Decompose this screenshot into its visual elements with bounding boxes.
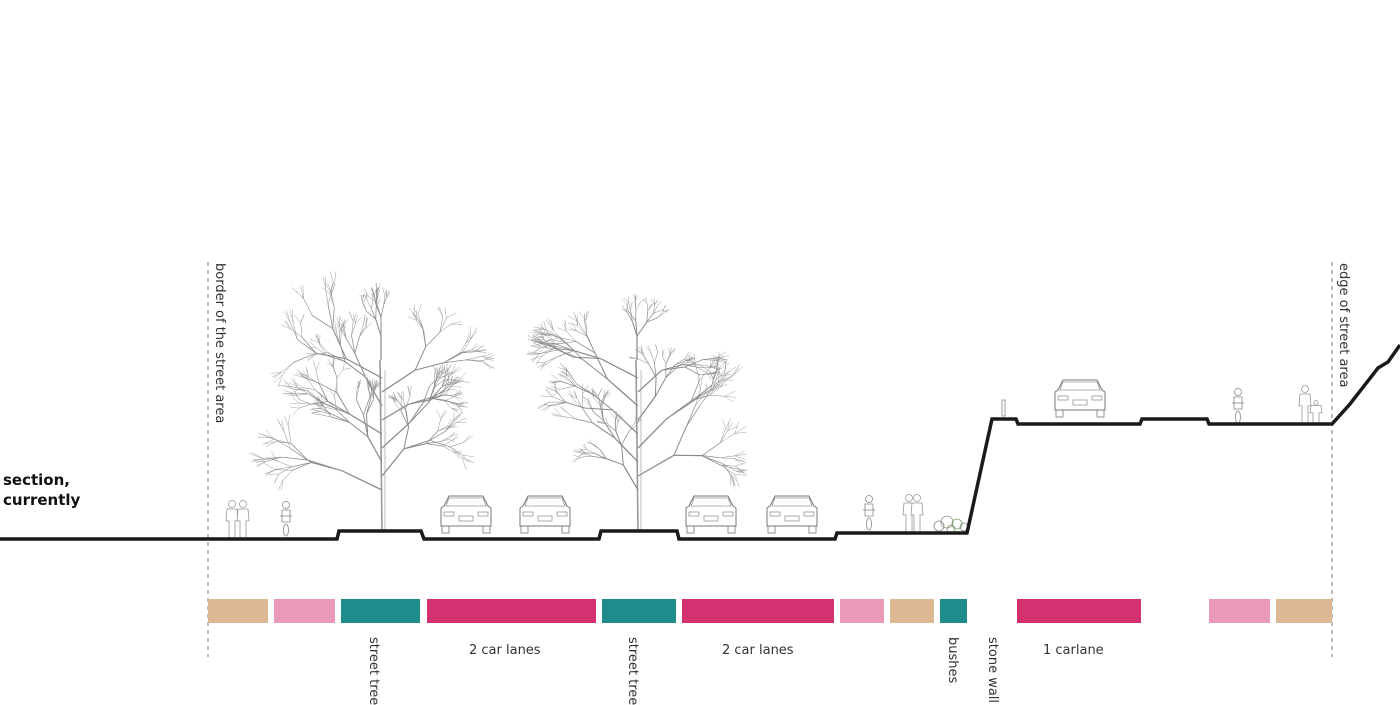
car-icon bbox=[441, 496, 491, 533]
zone-bar-car bbox=[682, 599, 834, 623]
bushes-label: bushes bbox=[945, 637, 960, 683]
stone-wall-label: stone wall bbox=[985, 637, 1000, 703]
zone-bar-green bbox=[602, 599, 676, 623]
car-icon bbox=[520, 496, 570, 533]
car-icon bbox=[686, 496, 736, 533]
border-label: border of the street area bbox=[212, 263, 227, 423]
zone-bar-bike bbox=[1209, 599, 1270, 623]
zone-bar-car bbox=[1017, 599, 1141, 623]
cyclist-icon bbox=[1232, 389, 1244, 424]
carlane-label: 1 carlane bbox=[1043, 643, 1104, 658]
zone-bar-walk bbox=[890, 599, 934, 623]
zone-bar-walk bbox=[208, 599, 268, 623]
zone-bar-bike bbox=[840, 599, 884, 623]
pedestrian-icon bbox=[237, 501, 249, 539]
pedestrian-icon bbox=[1310, 401, 1322, 424]
street-tree-label-1: street tree bbox=[366, 637, 381, 705]
section-title-line2: currently bbox=[3, 490, 80, 510]
zone-bar-green bbox=[940, 599, 967, 623]
zone-bar-car bbox=[427, 599, 596, 623]
edge-label: edge of street area bbox=[1336, 263, 1351, 387]
car-icon bbox=[767, 496, 817, 533]
car-lanes-label-2: 2 car lanes bbox=[722, 643, 794, 658]
pedestrian-icon bbox=[911, 495, 923, 533]
cyclist-icon bbox=[863, 496, 875, 531]
section-title: section, currently bbox=[3, 470, 80, 510]
cyclist-icon bbox=[280, 502, 292, 537]
pedestrian-icon bbox=[226, 501, 238, 539]
tree-icon bbox=[249, 271, 496, 531]
zone-bar-green bbox=[341, 599, 420, 623]
street-tree-label-2: street tree bbox=[625, 637, 640, 705]
bollard-icon bbox=[1002, 400, 1005, 416]
zone-bar-bike bbox=[274, 599, 335, 623]
bush-icon bbox=[934, 516, 968, 533]
section-title-line1: section, bbox=[3, 470, 80, 490]
car-icon bbox=[1055, 380, 1105, 417]
tree-icon bbox=[527, 294, 747, 531]
pedestrian-icon bbox=[1299, 386, 1311, 424]
car-lanes-label-1: 2 car lanes bbox=[469, 643, 541, 658]
zone-bar-walk bbox=[1276, 599, 1332, 623]
